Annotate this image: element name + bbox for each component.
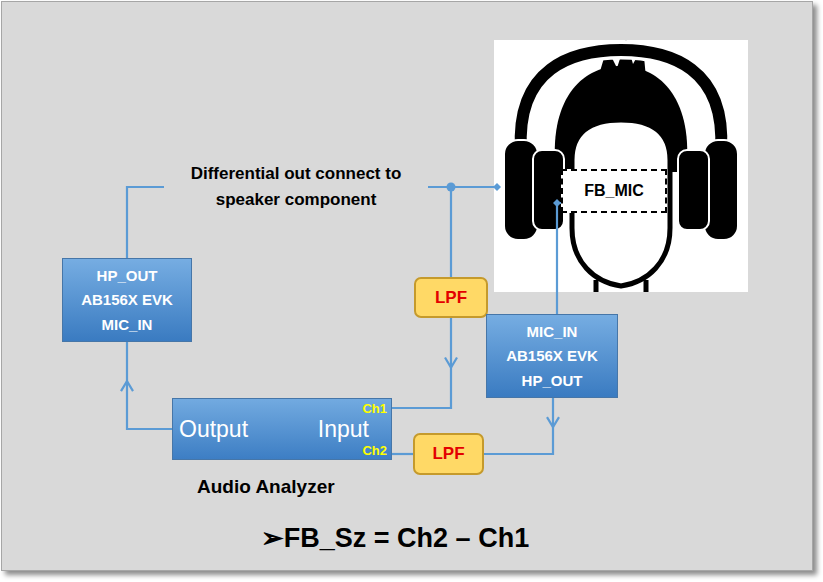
connector-line [392,453,413,455]
pin-name: MIC_IN [102,316,153,333]
filter-name: LPF [435,288,467,308]
pin-name: MIC_IN [527,323,578,340]
connector-line [557,203,561,314]
arrowhead [547,417,559,427]
port-name: Output [179,418,248,441]
pin-name: HP_OUT [522,372,583,389]
headband [521,50,722,150]
lpf-box: LPF [413,433,484,475]
audio-analyzer-box: OutputInputCh1Ch2Audio Analyzer [172,398,392,460]
evk-board-box: HP_OUT AB156X EVK MIC_IN [62,258,192,342]
right-ear-pad [678,150,709,230]
connector-line [392,318,451,408]
connector [121,342,172,429]
channel-name: Ch1 [362,402,387,415]
board-name: AB156X EVK [81,291,173,308]
arrowhead [445,358,457,368]
board-name: AB156X EVK [506,347,598,364]
channel-name: Ch2 [362,444,387,457]
pin-name: HP_OUT [97,267,158,284]
filter-name: LPF [432,444,464,464]
lpf-box: LPF [414,277,488,318]
illustration-ground [494,40,748,292]
connector-line [127,342,172,429]
connector [392,454,413,455]
port-name: Input [318,418,369,441]
speaker-wire-line [451,186,497,188]
arrowhead [121,381,133,391]
connector [392,318,457,408]
left-ear-pad [533,150,564,230]
connector-line [484,398,553,454]
mic-name: FB_MIC [584,182,644,200]
connector [557,203,561,314]
neck [596,280,646,292]
evk-board-box: MIC_IN AB156X EVK HP_OUT [486,314,618,398]
mic-box: FB_MIC [561,169,667,213]
speaker-contact [493,183,501,191]
connector-label: Differential out connect to speaker comp… [164,161,428,213]
caption-text: ➢FB_Sz = Ch2 – Ch1 [0,522,790,554]
headband-outline [521,50,722,150]
connector [484,398,559,454]
instrument-name: Audio Analyzer [197,477,335,496]
